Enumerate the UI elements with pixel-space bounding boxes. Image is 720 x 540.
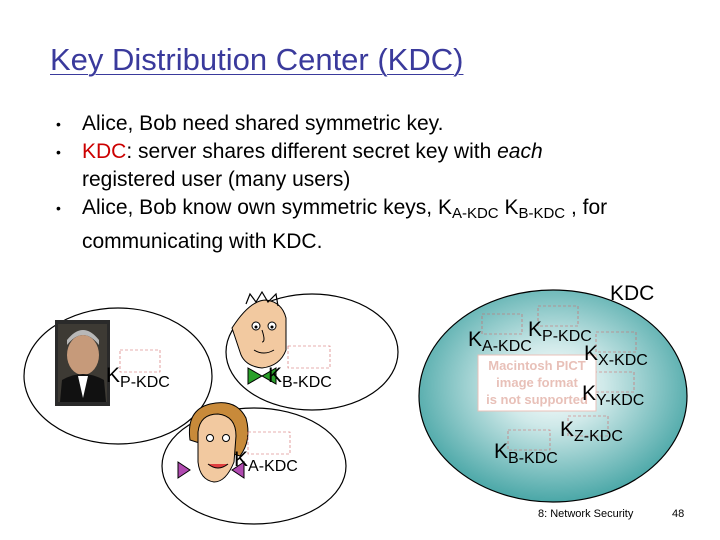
bullet-3-post: , for [565,196,608,219]
bullet-3-sub-a: A-KDC [451,205,499,222]
user-b-ellipse [225,293,399,411]
kdc-key-a: KA-KDC [468,328,532,355]
bullet-dot-icon: • [56,116,61,132]
bullet-3-continuation: communicating with KDC. [82,230,323,253]
bullet-3: • Alice, Bob know own symmetric keys, KA… [52,194,692,256]
user-b-cartoon [231,290,287,385]
bullet-dot-icon: • [56,144,61,160]
bullet-2-text: : server shares different secret key wit… [126,140,498,163]
bullet-3-text: Alice, Bob know own symmetric keys, K [82,196,452,219]
pict-line-3: is not supported [486,392,588,407]
kdc-key-x: KX-KDC [584,342,648,369]
bullet-list: • Alice, Bob need shared symmetric key. … [52,110,692,256]
footer-text: 8: Network Security [538,508,634,520]
key-p-user: KP-KDC [106,364,170,391]
kdc-key-b: KB-KDC [494,440,558,467]
bullet-3-k: K [498,196,519,219]
bullet-dot-icon: • [56,200,61,216]
page-number: 48 [672,508,685,520]
user-a-ellipse [161,407,347,525]
user-p-ellipse [23,307,213,445]
bullet-2: • KDC: server shares different secret ke… [52,138,692,194]
bullet-2-continuation: registered user (many users) [82,168,351,191]
pict-placeholder: Macintosh PICT image format is not suppo… [481,357,593,409]
pict-placeholder-box [477,354,597,412]
kdc-label: KDC [610,282,655,305]
pict-line-1: Macintosh PICT [488,358,586,373]
bullet-2-kdc: KDC [82,140,127,163]
bullet-1: • Alice, Bob need shared symmetric key. [52,110,692,138]
kdc-key-z: KZ-KDC [560,418,623,445]
key-a-user: KA-KDC [234,448,298,475]
kdc-key-y: KY-KDC [582,382,645,409]
kdc-key-p: KP-KDC [528,318,592,345]
user-p-photo [55,320,110,406]
placeholder-notes [119,305,637,455]
user-a-cartoon [177,402,249,483]
key-b-user: KB-KDC [268,364,332,391]
bullet-1-text: Alice, Bob need shared symmetric key. [82,112,444,135]
pict-line-2: image format [496,375,578,390]
bullet-2-each: each [497,140,543,163]
bullet-3-sub-b: B-KDC [518,205,566,222]
slide-title: Key Distribution Center (KDC) [50,42,464,77]
